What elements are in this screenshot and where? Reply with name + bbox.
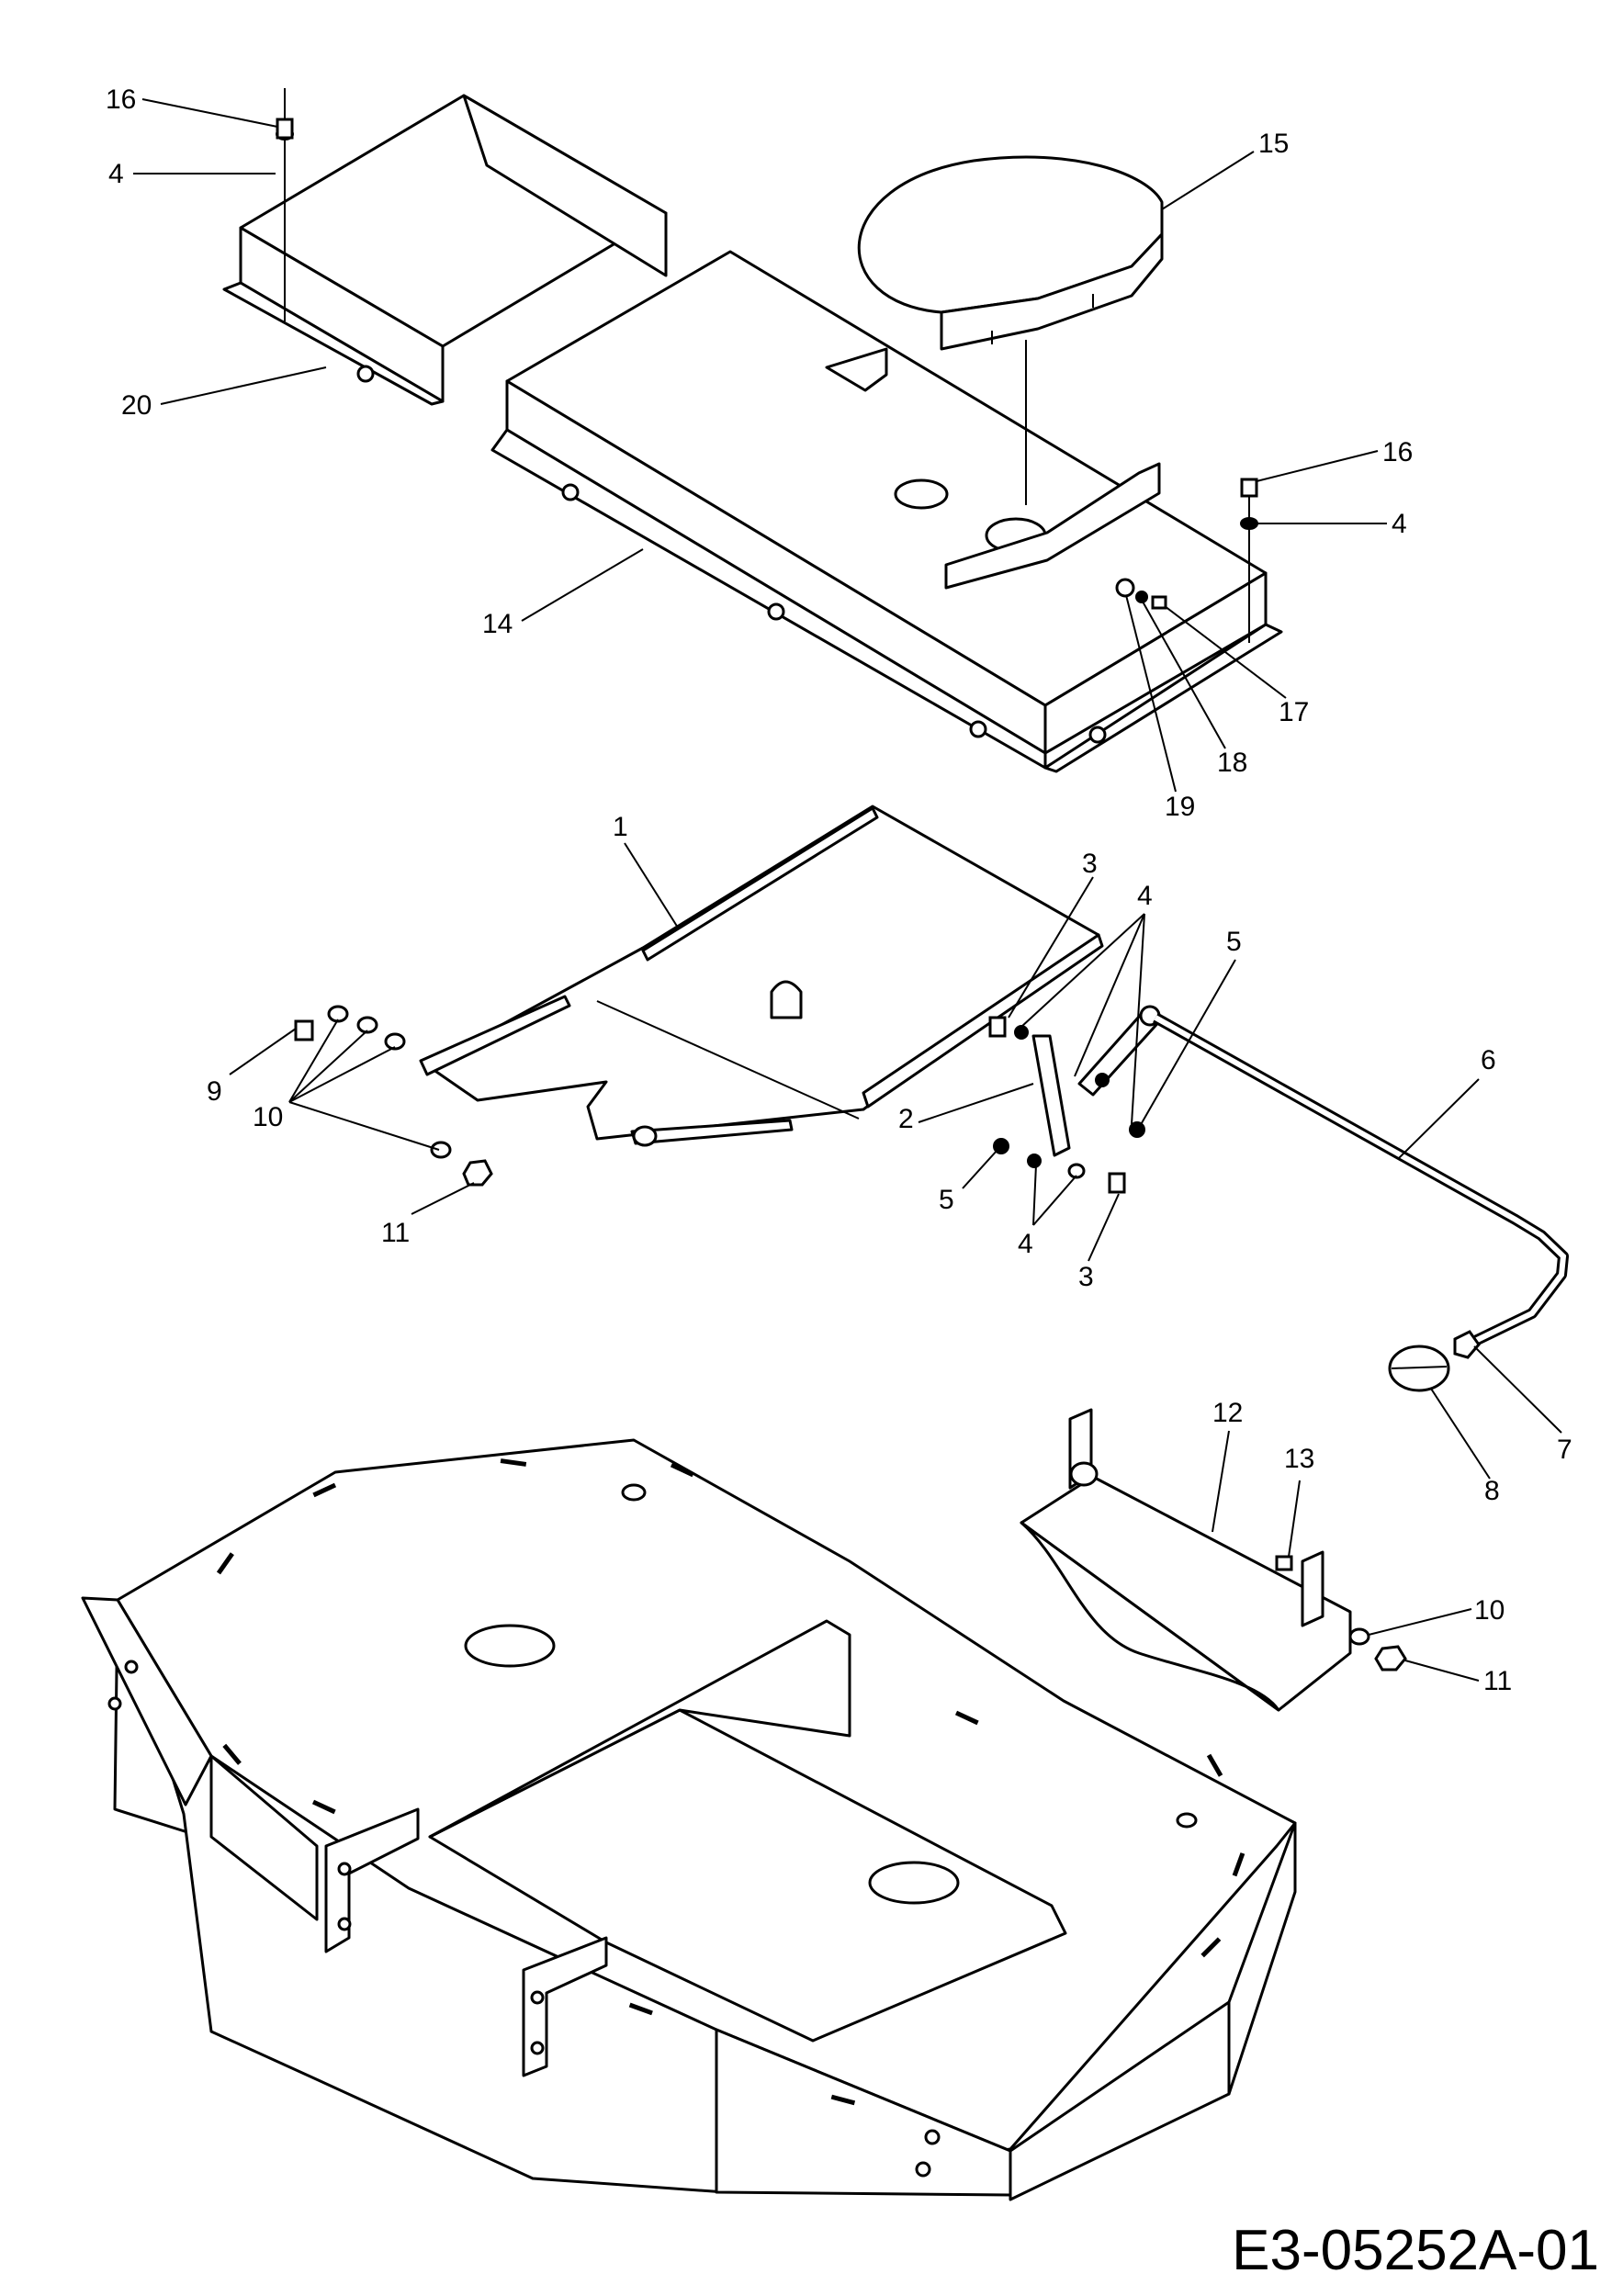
callout-label: 2: [898, 1104, 914, 1134]
callout-label: 19: [1165, 792, 1195, 822]
callout-label: 9: [207, 1076, 222, 1107]
callout-label: 3: [1078, 1262, 1094, 1292]
callout-label: 3: [1082, 849, 1098, 879]
callout-leaders: [133, 98, 1562, 1682]
callout-label: 10: [253, 1102, 283, 1132]
shield-part-15: [857, 155, 1164, 351]
callout-labels: 16 4 20 15 16 4 14 17 18 19 1 3 4 5 6 9 …: [106, 84, 1572, 1696]
callout-label: 7: [1557, 1435, 1572, 1465]
callout-label: 4: [1392, 509, 1407, 539]
callout-label: 12: [1212, 1398, 1243, 1428]
callout-label: 18: [1217, 748, 1247, 778]
left-hardware: [294, 1005, 493, 1187]
callout-label: 11: [381, 1218, 410, 1248]
callout-label: 5: [1226, 927, 1242, 957]
callout-label: 6: [1481, 1045, 1496, 1075]
housing-part-14: [490, 250, 1283, 773]
bracket-part-12: [1020, 1408, 1407, 1712]
mower-deck: [81, 1438, 1297, 2201]
callout-label: 16: [106, 84, 136, 115]
callout-label: 4: [1137, 881, 1153, 911]
callout-label: 5: [939, 1185, 954, 1215]
cover-part-20: [222, 88, 668, 406]
callout-label: 4: [108, 159, 124, 189]
callout-label: 4: [1018, 1229, 1033, 1259]
linkage-hardware: [988, 1005, 1569, 1392]
callout-label: 11: [1483, 1666, 1512, 1696]
callout-label: 15: [1258, 129, 1289, 159]
drawing-code: E3-05252A-01: [1232, 2219, 1599, 2282]
callout-label: 17: [1279, 697, 1309, 727]
callout-label: 20: [121, 390, 152, 421]
callout-label: 8: [1484, 1476, 1500, 1506]
callout-label: 10: [1474, 1595, 1505, 1626]
callout-label: 13: [1284, 1444, 1314, 1474]
deck-plate-part-1: [419, 805, 1104, 1147]
callout-label: 1: [613, 812, 628, 842]
callout-label: 16: [1382, 437, 1413, 467]
callout-label: 14: [482, 609, 513, 639]
